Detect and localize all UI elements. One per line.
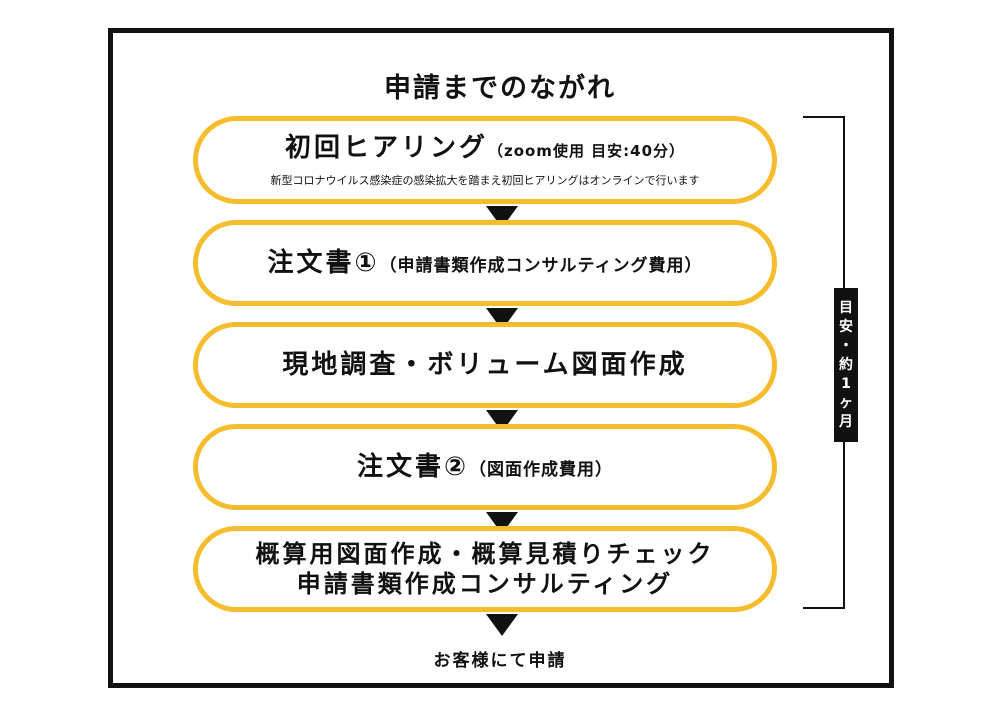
step-order-form-1: 注文書①（申請書類作成コンサルティング費用）	[193, 220, 777, 306]
duration-char: 約	[839, 356, 853, 373]
flow-arrow-5	[486, 614, 518, 636]
final-step-label: お客様にて申請	[433, 651, 567, 671]
step-order-form-2: 注文書②（図面作成費用）	[193, 424, 777, 510]
duration-char: 目	[839, 299, 853, 316]
page-title: 申請までのながれ	[384, 73, 616, 104]
outer-frame	[108, 28, 894, 688]
step-5-line-1: 概算用図面作成・概算見積りチェック	[255, 540, 715, 568]
duration-char: 月	[839, 413, 853, 430]
step-2-title: 注文書①	[267, 247, 380, 278]
step-1-title: 初回ヒアリング	[284, 132, 488, 163]
step-4-detail: （図面作成費用）	[469, 459, 613, 480]
duration-label: 目 安 ・ 約 1 ヶ 月	[834, 288, 858, 442]
duration-char: 1	[841, 375, 851, 392]
duration-char: 安	[839, 318, 853, 335]
duration-char: ヶ	[839, 394, 853, 411]
step-1-detail: （zoom使用 目安:40分）	[487, 141, 686, 160]
step-2-title-line: 注文書①（申請書類作成コンサルティング費用）	[268, 247, 703, 280]
step-1-note: 新型コロナウイルス感染症の感染拡大を踏まえ初回ヒアリングはオンラインで行います	[270, 174, 700, 188]
step-initial-hearing: 初回ヒアリング（zoom使用 目安:40分） 新型コロナウイルス感染症の感染拡大…	[193, 116, 777, 204]
step-site-survey: 現地調査・ボリューム図面作成	[193, 322, 777, 408]
duration-char: ・	[839, 337, 853, 354]
step-2-detail: （申請書類作成コンサルティング費用）	[379, 255, 703, 276]
step-estimate-drawing: 概算用図面作成・概算見積りチェック 申請書類作成コンサルティング	[193, 526, 777, 612]
step-1-title-line: 初回ヒアリング（zoom使用 目安:40分）	[285, 132, 685, 165]
step-4-title-line: 注文書②（図面作成費用）	[357, 451, 613, 484]
step-5-line-2: 申請書類作成コンサルティング	[296, 570, 674, 598]
step-3-title: 現地調査・ボリューム図面作成	[282, 349, 688, 380]
step-4-title: 注文書②	[356, 451, 469, 482]
